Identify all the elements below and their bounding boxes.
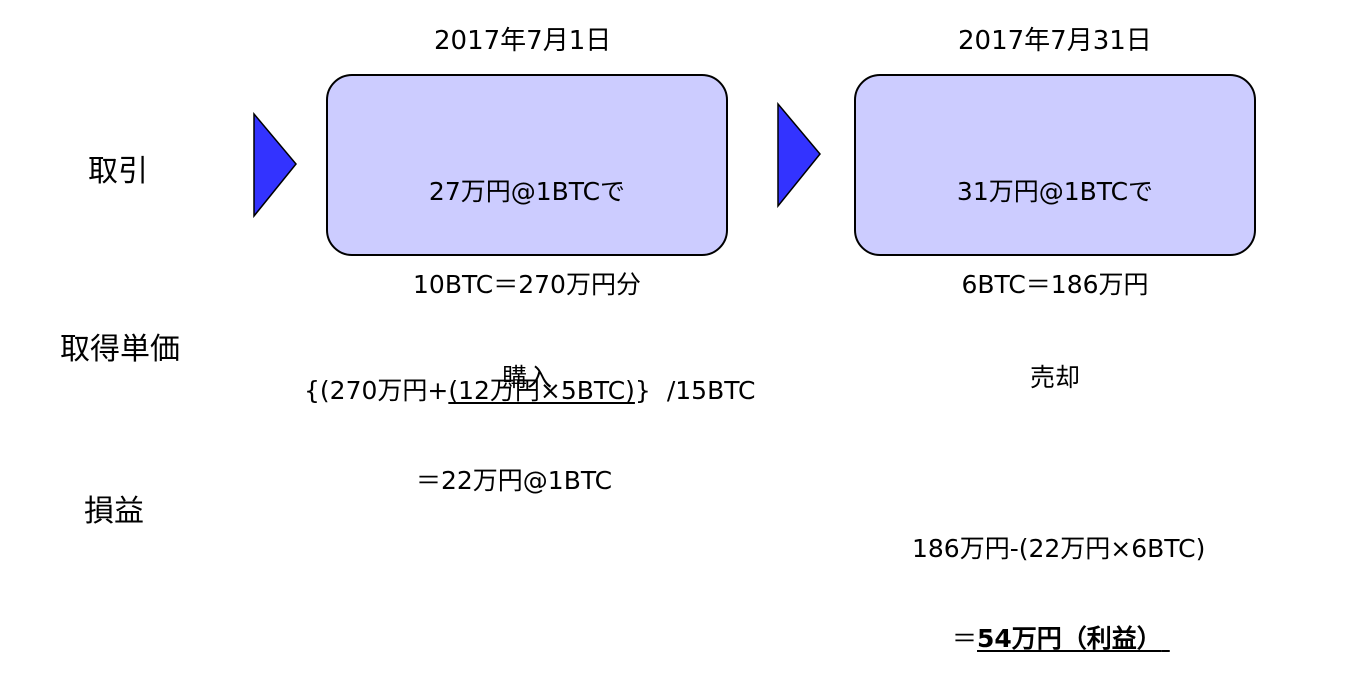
profit-result-amount: 54万円（利益） [977,624,1162,653]
formula-close: } [634,376,651,405]
purchase-line1: 27万円@1BTCで [428,177,626,206]
triangle-right-icon [777,102,821,209]
purchase-box-text: 27万円@1BTCで 10BTC＝270万円分 購入 [328,114,726,455]
profit-formula: 186万円-(22万円×6BTC) ＝54万円（利益） [912,474,1205,684]
profit-formula-line1: 186万円-(22万円×6BTC) [912,534,1206,563]
row-label-acquisition-price: 取得単価 [60,332,180,367]
acquisition-formula-result: ＝22万円@1BTC [416,466,613,495]
sale-box-text: 31万円@1BTCで 6BTC＝186万円 売却 [856,114,1254,455]
date-purchase: 2017年7月1日 [434,26,612,56]
purchase-box: 27万円@1BTCで 10BTC＝270万円分 購入 [326,74,728,392]
formula-open: {(270万円+ [304,376,449,405]
formula-divisor: /15BTC [666,376,756,405]
sale-line1: 31万円@1BTCで [956,177,1154,206]
row-label-profit-loss: 損益 [84,494,144,529]
acquisition-formula: {(270万円+(12万円×5BTC)} /15BTC ＝22万円@1BTC [304,316,755,526]
profit-result-prefix: ＝ [952,624,978,653]
sale-line2: 6BTC＝186万円 [961,270,1149,299]
profit-formula-result: ＝54万円（利益） [912,624,1205,654]
date-sale: 2017年7月31日 [958,26,1152,56]
purchase-line3: 購入 [501,363,552,392]
purchase-line2: 10BTC＝270万円分 [413,270,641,299]
sale-line3: 売却 [1029,363,1080,392]
row-label-transaction: 取引 [88,154,148,189]
sale-box: 31万円@1BTCで 6BTC＝186万円 売却 [854,74,1256,392]
acquisition-formula-line1: {(270万円+(12万円×5BTC)} /15BTC [304,376,755,406]
formula-underlined: (12万円×5BTC) [448,376,635,405]
profit-result-trailing [1162,624,1170,653]
triangle-right-icon [253,112,297,219]
